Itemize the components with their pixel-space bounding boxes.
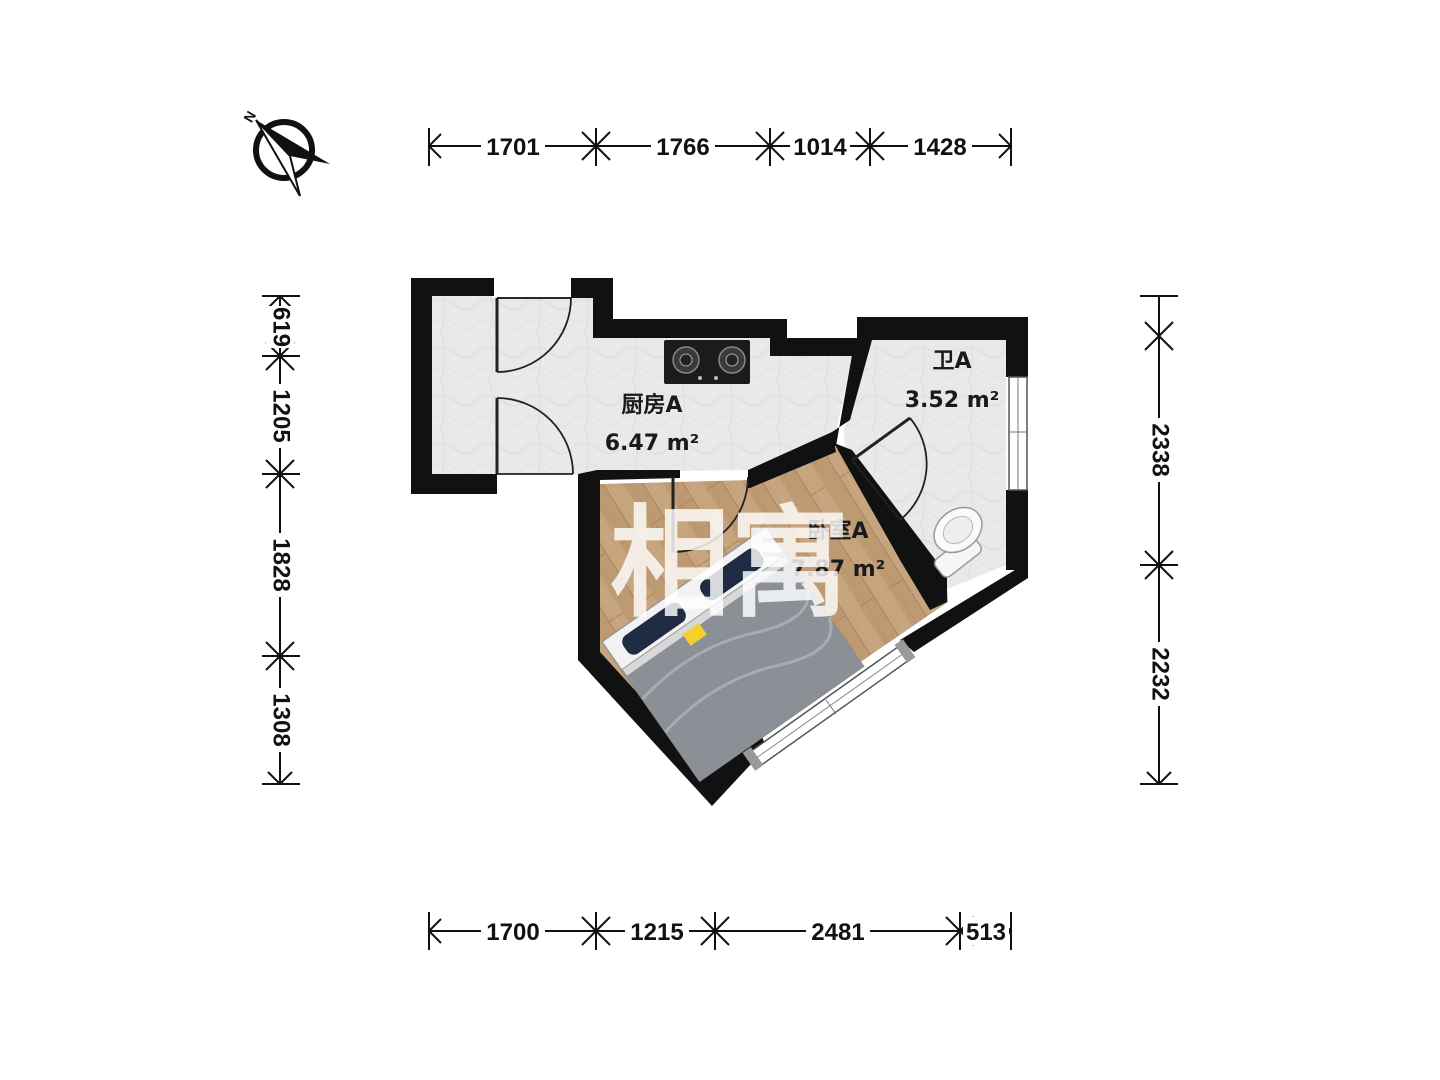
kitchen-label: 厨房A 6.47 m² — [605, 392, 700, 456]
kitchen-name: 厨房A — [621, 392, 682, 418]
compass-icon: N — [240, 108, 330, 197]
right-dimension-1: 2338 — [1147, 423, 1174, 476]
watermark-logo: 相寓 — [610, 495, 850, 634]
right-dimension-labels: 2338 2232 — [1145, 418, 1174, 706]
left-dimension-labels: 619 1205 1828 1308 — [266, 306, 295, 752]
bedroom-door — [671, 476, 749, 553]
top-dimension-1: 1701 — [486, 134, 539, 161]
kitchen-area: 6.47 m² — [605, 431, 700, 456]
bedroom-name: 卧室A — [807, 518, 868, 544]
kitchen-top-door — [495, 297, 572, 373]
bottom-dimension-chain — [427, 912, 1013, 950]
right-dimension-chain — [1140, 295, 1178, 786]
bedroom-area: 7.87 m² — [791, 557, 886, 582]
top-dimension-4: 1428 — [913, 134, 966, 161]
gas-stove-icon — [664, 340, 750, 384]
left-dimension-3: 1828 — [268, 538, 295, 591]
bottom-dimension-1: 1700 — [486, 919, 539, 946]
bathroom-window — [1008, 376, 1028, 491]
bathroom-area: 3.52 m² — [905, 388, 1000, 413]
bed-icon — [601, 526, 865, 783]
bedroom-window — [742, 639, 916, 771]
top-dimension-labels: 1701 1766 1014 1428 — [481, 132, 972, 161]
bottom-dimension-2: 1215 — [630, 919, 683, 946]
bathroom-name: 卫A — [932, 349, 971, 374]
kitchen-bottom-door — [495, 397, 574, 475]
top-dimension-3: 1014 — [793, 134, 847, 161]
left-dimension-4: 1308 — [268, 693, 295, 746]
left-dimension-2: 1205 — [268, 389, 295, 442]
bottom-dimension-3: 2481 — [811, 919, 864, 946]
bottom-dimension-4: 513 — [966, 919, 1006, 946]
right-dimension-2: 2232 — [1147, 647, 1174, 700]
top-dimension-2: 1766 — [656, 134, 709, 161]
bathroom-door — [851, 416, 928, 521]
toilet-icon — [933, 506, 983, 578]
bedroom-label: 卧室A 7.87 m² — [791, 518, 886, 582]
bottom-dimension-labels: 1700 1215 2481 513 — [481, 917, 1009, 946]
bathroom-label: 卫A 3.52 m² — [905, 349, 1000, 413]
left-dimension-1: 619 — [268, 307, 295, 347]
